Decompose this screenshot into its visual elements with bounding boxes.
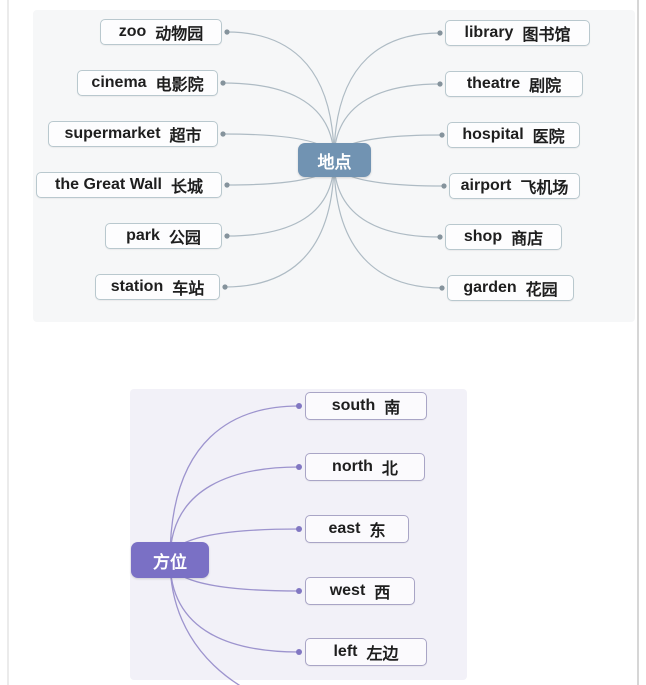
node-label-en: airport (460, 177, 512, 194)
node-cinema: cinema 电影院 (77, 70, 218, 96)
node-label-en: south (331, 397, 376, 414)
node-label-zh: 公园 (168, 230, 201, 247)
node-label-zh: 电影院 (155, 77, 204, 94)
page-edge-right (637, 0, 639, 685)
page-edge-left (7, 0, 9, 685)
node-label-en: station (110, 278, 164, 295)
node-label-en: garden (463, 279, 517, 296)
node-label-zh: 医院 (532, 129, 565, 146)
node-shop: shop 商店 (445, 224, 562, 250)
node-library: library 图书馆 (445, 20, 590, 46)
node-label-zh: 南 (384, 400, 401, 417)
node-label-en: west (329, 582, 366, 599)
node-label-en: cinema (91, 74, 147, 91)
node-label-en: left (333, 643, 358, 660)
node-east: east 东 (305, 515, 409, 543)
node-label-zh: 东 (369, 523, 386, 540)
node-label-zh: 超市 (169, 128, 202, 145)
node-hospital: hospital 医院 (447, 122, 580, 148)
node-label-en: park (126, 227, 160, 244)
node-label-zh: 动物园 (155, 26, 204, 43)
node-theatre: theatre 剧院 (445, 71, 583, 97)
node-label-en: hospital (462, 126, 524, 143)
node-label-zh: 左边 (366, 646, 399, 663)
node-label-en: the Great Wall (55, 176, 162, 193)
node-label-zh: 飞机场 (520, 180, 569, 197)
mindmap-panel-directions (130, 389, 467, 680)
node-label-en: zoo (118, 23, 147, 40)
node-left: left 左边 (305, 638, 427, 666)
node-label-zh: 北 (381, 461, 398, 478)
node-the-great-wall: the Great Wall 长城 (36, 172, 222, 198)
node-airport: airport 飞机场 (449, 173, 580, 199)
node-label-en: supermarket (64, 125, 161, 142)
node-label-en: east (328, 520, 361, 537)
node-label-zh: 西 (374, 585, 391, 602)
node-north: north 北 (305, 453, 425, 481)
node-supermarket: supermarket 超市 (48, 121, 218, 147)
node-label-zh: 图书馆 (522, 27, 571, 44)
node-label-en: theatre (466, 75, 521, 92)
node-south: south 南 (305, 392, 427, 420)
node-label-en: north (332, 458, 373, 475)
node-label-en: library (464, 24, 514, 41)
node-label-zh: 商店 (511, 231, 544, 248)
node-park: park 公园 (105, 223, 222, 249)
node-label-zh: 长城 (170, 179, 203, 196)
node-garden: garden 花园 (447, 275, 574, 301)
node-label-zh: 剧院 (529, 78, 562, 95)
center-node-directions: 方位 (131, 542, 209, 578)
center-node-places: 地点 (298, 143, 371, 177)
node-station: station 车站 (95, 274, 220, 300)
node-label-en: shop (463, 228, 503, 245)
node-west: west 西 (305, 577, 415, 605)
node-label-zh: 车站 (172, 281, 205, 298)
node-label-zh: 花园 (525, 282, 558, 299)
node-zoo: zoo 动物园 (100, 19, 222, 45)
